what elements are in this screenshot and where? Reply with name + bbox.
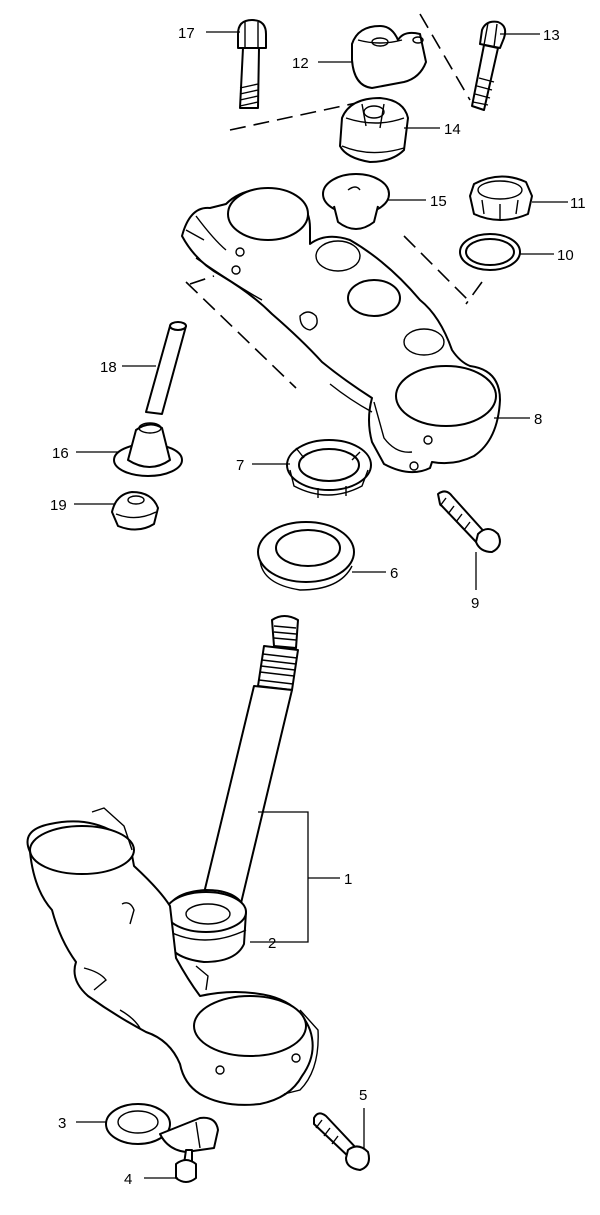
part-19-grommet xyxy=(111,491,159,531)
callout-12: 12 xyxy=(292,55,309,72)
part-12-clamp-upper xyxy=(351,25,427,89)
part-18-pipe xyxy=(145,321,187,415)
callout-18: 18 xyxy=(100,359,117,376)
lower-bracket xyxy=(26,807,319,1106)
part-3-clamp xyxy=(105,1103,219,1153)
part-5-bolt xyxy=(313,1112,370,1171)
callout-2: 2 xyxy=(268,935,276,952)
part-17-bolt xyxy=(237,19,267,109)
callout-13: 13 xyxy=(543,27,560,44)
callout-11: 11 xyxy=(570,195,586,212)
part-13-bolt xyxy=(471,20,507,111)
part-8-upper-bracket xyxy=(181,187,501,474)
part-15-cushion xyxy=(322,173,390,230)
part-10-washer xyxy=(459,233,521,271)
part-4-bolt xyxy=(175,1149,197,1183)
callout-19: 19 xyxy=(50,497,67,514)
callout-15: 15 xyxy=(430,193,447,210)
callout-5: 5 xyxy=(359,1087,367,1104)
callout-10: 10 xyxy=(557,247,574,264)
part-16-cushion xyxy=(113,422,183,477)
callout-1: 1 xyxy=(344,871,352,888)
callout-14: 14 xyxy=(444,121,461,138)
part-14-handlebar-holder xyxy=(339,97,409,163)
part-1-steering-stem xyxy=(197,615,299,925)
part-11-nut xyxy=(469,175,533,221)
callout-4: 4 xyxy=(124,1171,132,1188)
callout-8: 8 xyxy=(534,411,542,428)
callout-17: 17 xyxy=(178,25,195,42)
callout-6: 6 xyxy=(390,565,398,582)
callout-9: 9 xyxy=(471,595,479,612)
part-2-bearing xyxy=(165,889,247,963)
part-9-bolt xyxy=(437,490,501,553)
part-7-locknut xyxy=(286,439,372,498)
callout-7: 7 xyxy=(236,457,244,474)
dash-line-middle xyxy=(185,235,483,389)
callout-3: 3 xyxy=(58,1115,66,1132)
callout-16: 16 xyxy=(52,445,69,462)
part-6-dust-seal xyxy=(257,521,355,591)
leader-lines xyxy=(74,31,568,1179)
